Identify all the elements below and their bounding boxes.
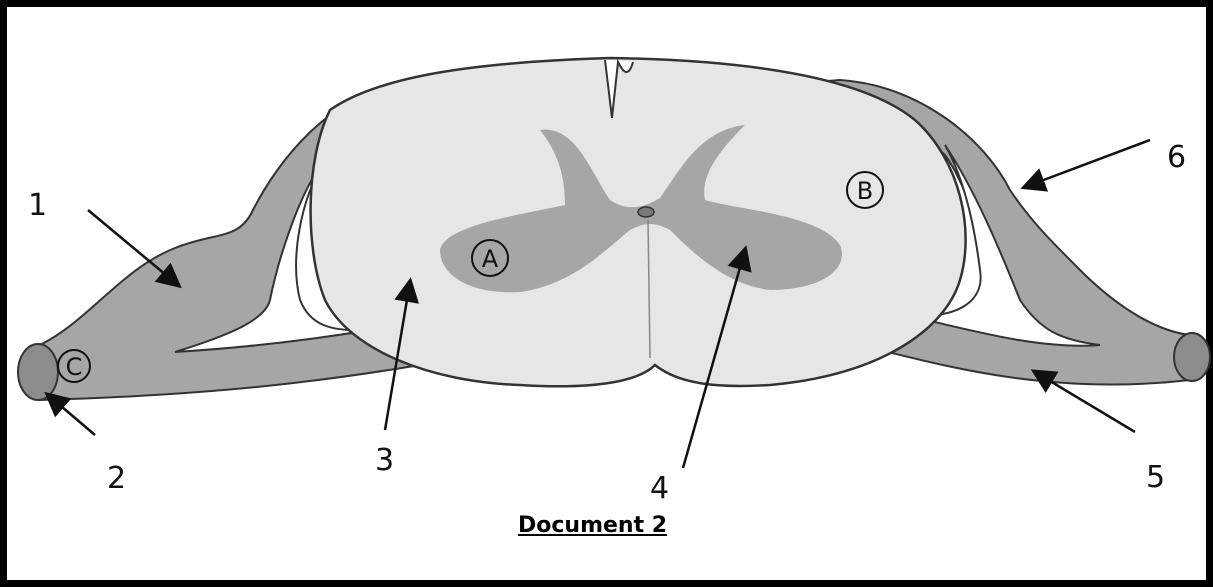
label-1: 1 (28, 188, 47, 223)
label-5: 5 (1146, 460, 1165, 495)
zone-c-label: C (66, 353, 83, 381)
right-nerve-cut-end (1174, 333, 1210, 381)
label-3: 3 (375, 443, 394, 478)
label-2: 2 (107, 461, 126, 496)
zone-b-label: B (857, 177, 873, 205)
left-nerve-cut-end (18, 344, 58, 400)
label-4: 4 (650, 471, 669, 506)
document-caption: Document 2 (518, 513, 667, 538)
arrow-2 (48, 395, 95, 435)
central-canal (638, 207, 654, 217)
arrow-6 (1025, 140, 1150, 187)
label-6: 6 (1167, 140, 1186, 175)
zone-a-label: A (482, 245, 499, 273)
